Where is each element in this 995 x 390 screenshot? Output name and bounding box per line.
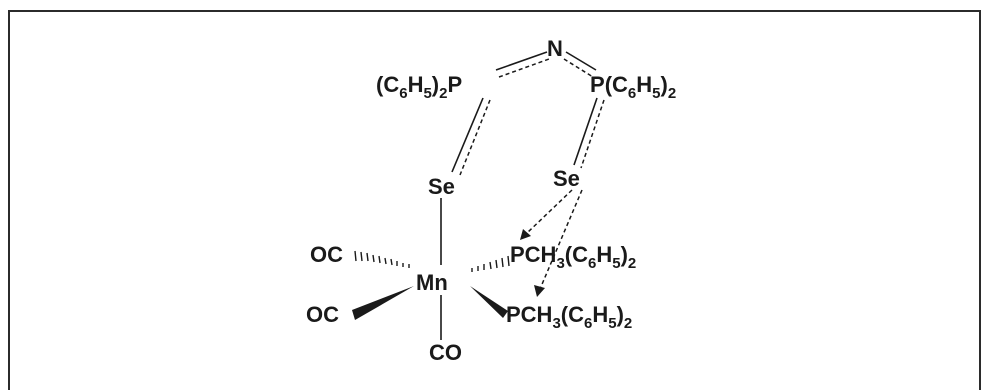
group-p-right-phenyl: P(C6H5)2 <box>590 72 676 102</box>
atom-se-right: Se <box>553 166 580 191</box>
atom-se-left: Se <box>428 174 455 199</box>
bond-p-right-se-right <box>573 97 605 169</box>
solid-wedge-mn-oc-bottom <box>352 286 414 320</box>
hashed-wedge-mn-p-top <box>471 255 510 272</box>
bond-p-left-se-left <box>451 97 491 176</box>
chemical-structure-diagram: N (C6H5)2P P(C6H5)2 Se Se OC OC Mn CO PC… <box>306 36 676 365</box>
ligand-oc-top: OC <box>310 242 343 267</box>
atom-mn: Mn <box>416 270 448 295</box>
group-p-left-phenyl: (C6H5)2P <box>376 72 462 102</box>
hashed-wedge-mn-oc-top <box>354 250 410 268</box>
arrow-se-right-to-p-top <box>520 189 573 240</box>
figure-frame <box>8 10 981 390</box>
bond-n-p-right <box>563 51 597 78</box>
ligand-oc-bottom: OC <box>306 302 339 327</box>
bond-p-left-n <box>495 51 550 78</box>
ligand-pch3-top: PCH3(C6H5)2 <box>510 242 636 272</box>
atom-n: N <box>547 36 563 61</box>
ligand-co-bottom: CO <box>429 340 462 365</box>
ligand-pch3-bottom: PCH3(C6H5)2 <box>506 302 632 332</box>
solid-wedge-mn-p-bottom <box>470 286 508 318</box>
arrow-se-right-to-p-bottom <box>534 189 583 297</box>
